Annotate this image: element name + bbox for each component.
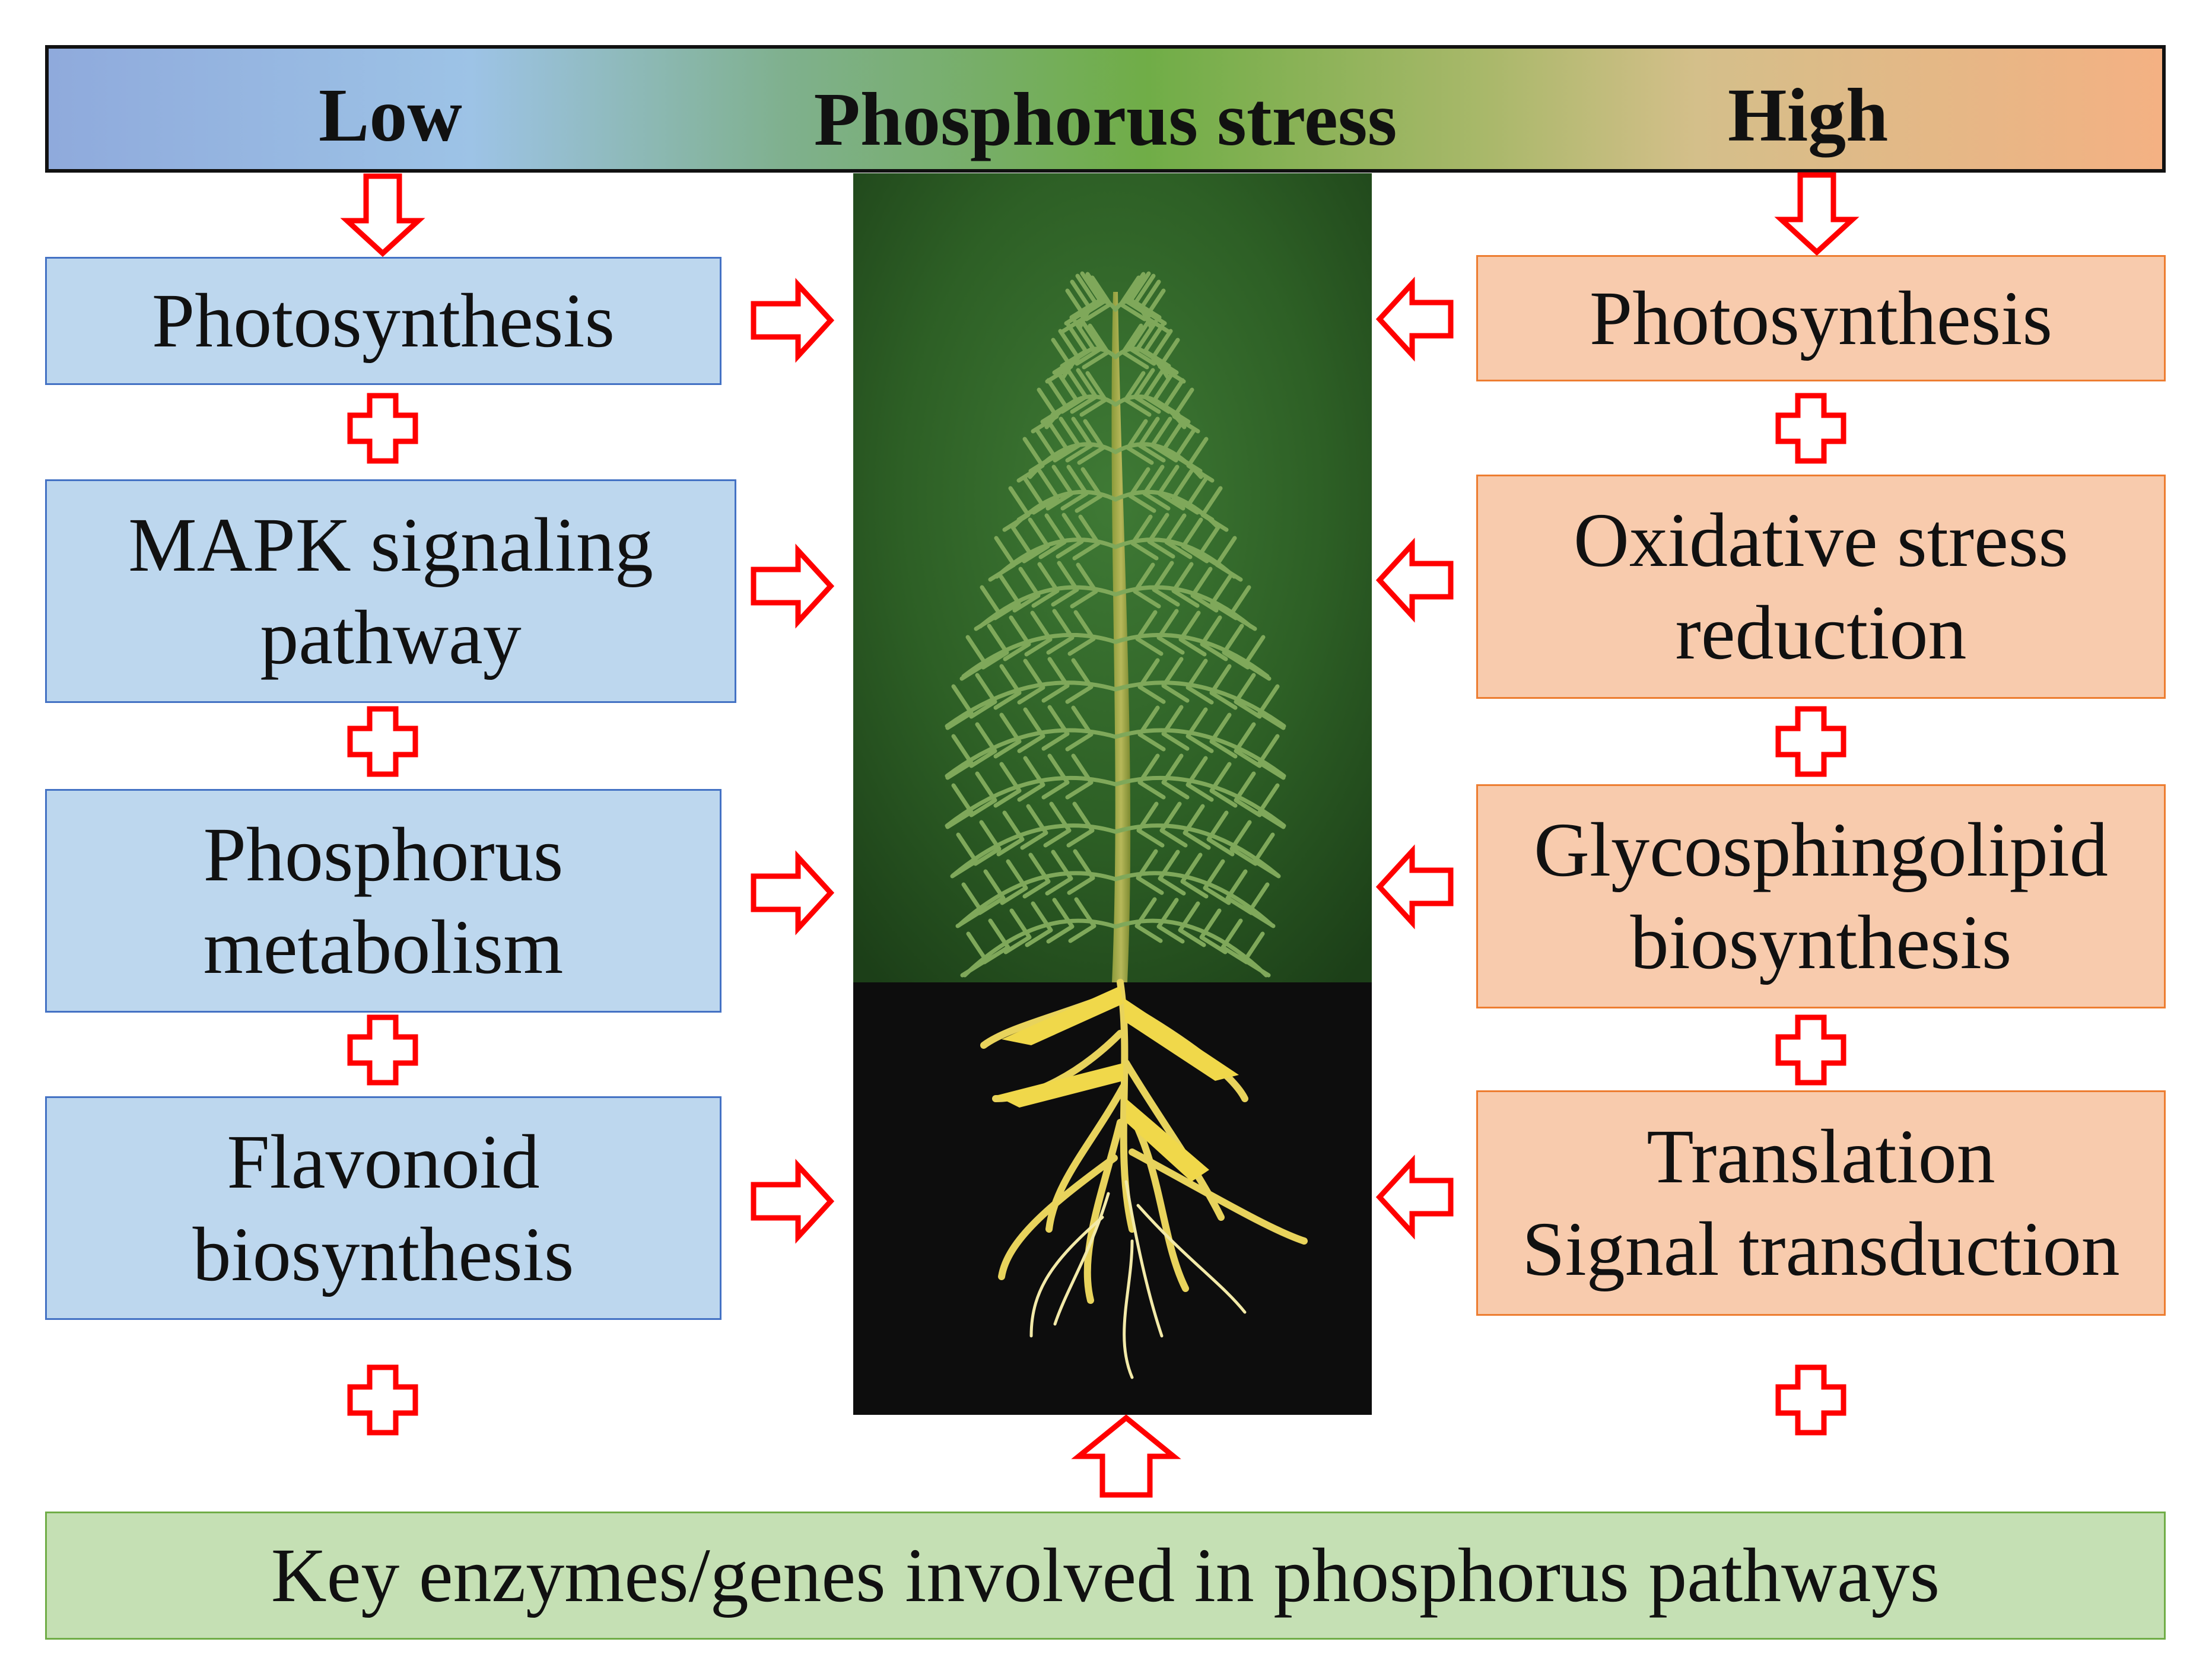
leaf-whorl-11-left (945, 753, 1118, 829)
high-left-arrow-icon-1 (1375, 276, 1454, 362)
leaf-whorl-9-right (1113, 657, 1286, 730)
high-plus-icon-4 (1775, 1364, 1846, 1436)
leaf-whorl-4-left (1016, 416, 1118, 483)
high-left-arrow-icon-4 (1375, 1154, 1454, 1240)
leaf-whorl-13-right (1113, 849, 1276, 928)
low-phosphorus-metabolism-box: Phosphorus metabolism (45, 789, 721, 1013)
key-enzymes-genes-box: Key enzymes/genes involved in phosphorus… (45, 1512, 2166, 1640)
leaf-whorl-7-left (974, 561, 1118, 631)
leaf-whorl-10-right (1113, 705, 1286, 780)
bottom-up-arrow-icon (1071, 1414, 1181, 1498)
leaf-whorl-11-right (1113, 753, 1286, 829)
high-translation-signal-box: Translation Signal transduction (1476, 1090, 2166, 1316)
low-plus-icon-1 (347, 393, 418, 464)
high-left-arrow-icon-2 (1375, 537, 1454, 623)
leaf-whorl-10-left (945, 705, 1118, 780)
low-flavonoid-biosynthesis-box: Flavonoid biosynthesis (45, 1096, 721, 1320)
leaf-whorl-13-left (955, 849, 1118, 928)
plant-photo (853, 173, 1372, 1415)
low-plus-icon-2 (347, 706, 418, 777)
leaf-whorl-14-right (1113, 897, 1271, 978)
low-right-arrow-icon-4 (751, 1159, 835, 1244)
low-right-arrow-icon-3 (751, 850, 835, 936)
high-label: High (1728, 73, 1889, 157)
leaf-whorl-9-left (945, 657, 1118, 730)
banner-title: Phosphorus stress (813, 77, 1397, 161)
leaf-whorl-1-right (1113, 271, 1172, 335)
leaf-whorl-4-right (1113, 416, 1215, 483)
leaf-whorl-2-right (1113, 319, 1186, 384)
low-plus-icon-4 (347, 1364, 418, 1436)
aquatic-plant-illustration-icon (853, 173, 1372, 1415)
high-glycosphingolipid-box: Glycosphingolipid biosynthesis (1476, 784, 2166, 1008)
high-plus-icon-1 (1775, 393, 1846, 464)
leaf-whorl-6-right (1113, 513, 1243, 582)
high-oxidative-stress-box: Oxidative stress reduction (1476, 475, 2166, 699)
leaf-whorl-12-right (1113, 801, 1281, 879)
leaf-whorl-3-right (1113, 368, 1200, 434)
high-photosynthesis-box: Photosynthesis (1476, 255, 2166, 381)
leaf-whorl-5-right (1113, 464, 1229, 532)
leaf-whorl-3-left (1031, 368, 1118, 434)
leaf-whorl-1-left (1059, 271, 1118, 335)
low-right-arrow-icon-1 (751, 278, 835, 363)
low-plus-icon-3 (347, 1014, 418, 1086)
leaf-whorl-5-left (1002, 464, 1118, 532)
leaf-whorl-14-left (960, 897, 1118, 978)
leaf-whorl-8-left (959, 609, 1118, 681)
low-photosynthesis-box: Photosynthesis (45, 257, 721, 385)
leaf-whorl-8-right (1113, 609, 1272, 681)
leaf-whorl-12-left (950, 801, 1118, 879)
high-down-arrow-icon (1774, 172, 1860, 256)
high-plus-icon-3 (1775, 1014, 1846, 1086)
phosphorus-stress-gradient-bar: Low Phosphorus stress High (45, 45, 2166, 173)
low-right-arrow-icon-2 (751, 543, 835, 629)
low-down-arrow-icon (340, 173, 425, 257)
high-left-arrow-icon-3 (1375, 844, 1454, 930)
low-mapk-signaling-box: MAPK signaling pathway (45, 479, 736, 703)
low-label: Low (319, 73, 462, 157)
high-plus-icon-2 (1775, 706, 1846, 777)
leaf-whorl-6-left (988, 513, 1118, 582)
leaf-whorl-2-left (1045, 319, 1118, 384)
leaf-whorl-7-right (1113, 561, 1257, 631)
